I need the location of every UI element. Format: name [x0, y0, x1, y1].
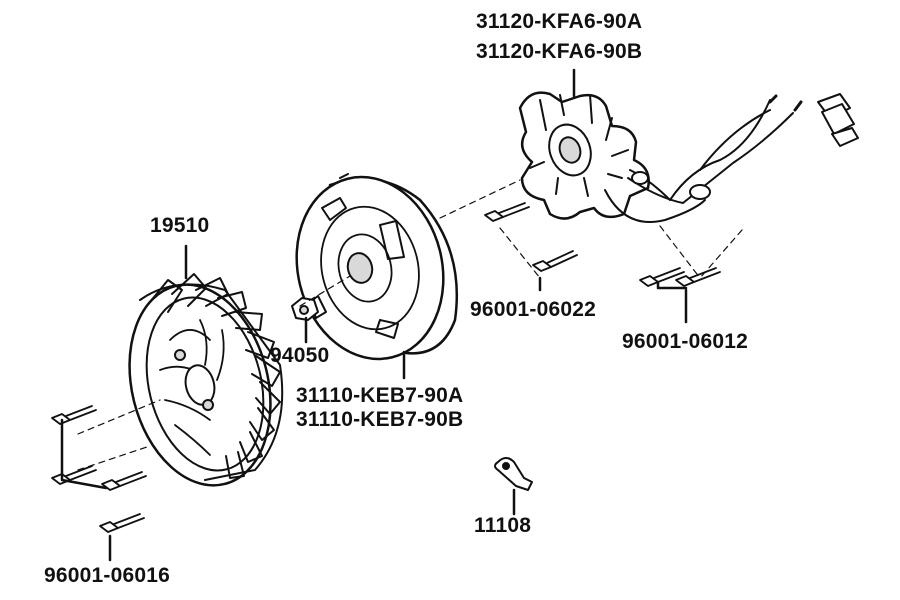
clamp-drawing	[494, 457, 533, 491]
cooling-fan-drawing	[128, 273, 284, 487]
flywheel-drawing	[295, 173, 459, 361]
alignment-dashes	[77, 179, 743, 471]
leader-lines	[60, 68, 688, 562]
fan-part-number: 19510	[150, 214, 210, 237]
flywheel-nut-drawing	[291, 297, 319, 321]
clamp-part-number: 11108	[474, 514, 532, 537]
nut-part-number: 94050	[270, 344, 330, 367]
fan-bolt-part-number: 96001-06016	[44, 564, 170, 587]
flywheel-part-number-a: 31110-KEB7-90A	[296, 384, 464, 407]
stator-bolts	[484, 202, 721, 287]
stator-bolt-right-part-number: 96001-06012	[622, 330, 748, 353]
stator-drawing	[518, 91, 859, 223]
stator-bolt-part-number: 96001-06022	[470, 298, 596, 321]
flywheel-part-number-b: 31110-KEB7-90B	[296, 408, 464, 431]
stator-part-number-a: 31120-KFA6-90A	[476, 10, 643, 33]
stator-part-number-b: 31120-KFA6-90B	[476, 40, 643, 63]
